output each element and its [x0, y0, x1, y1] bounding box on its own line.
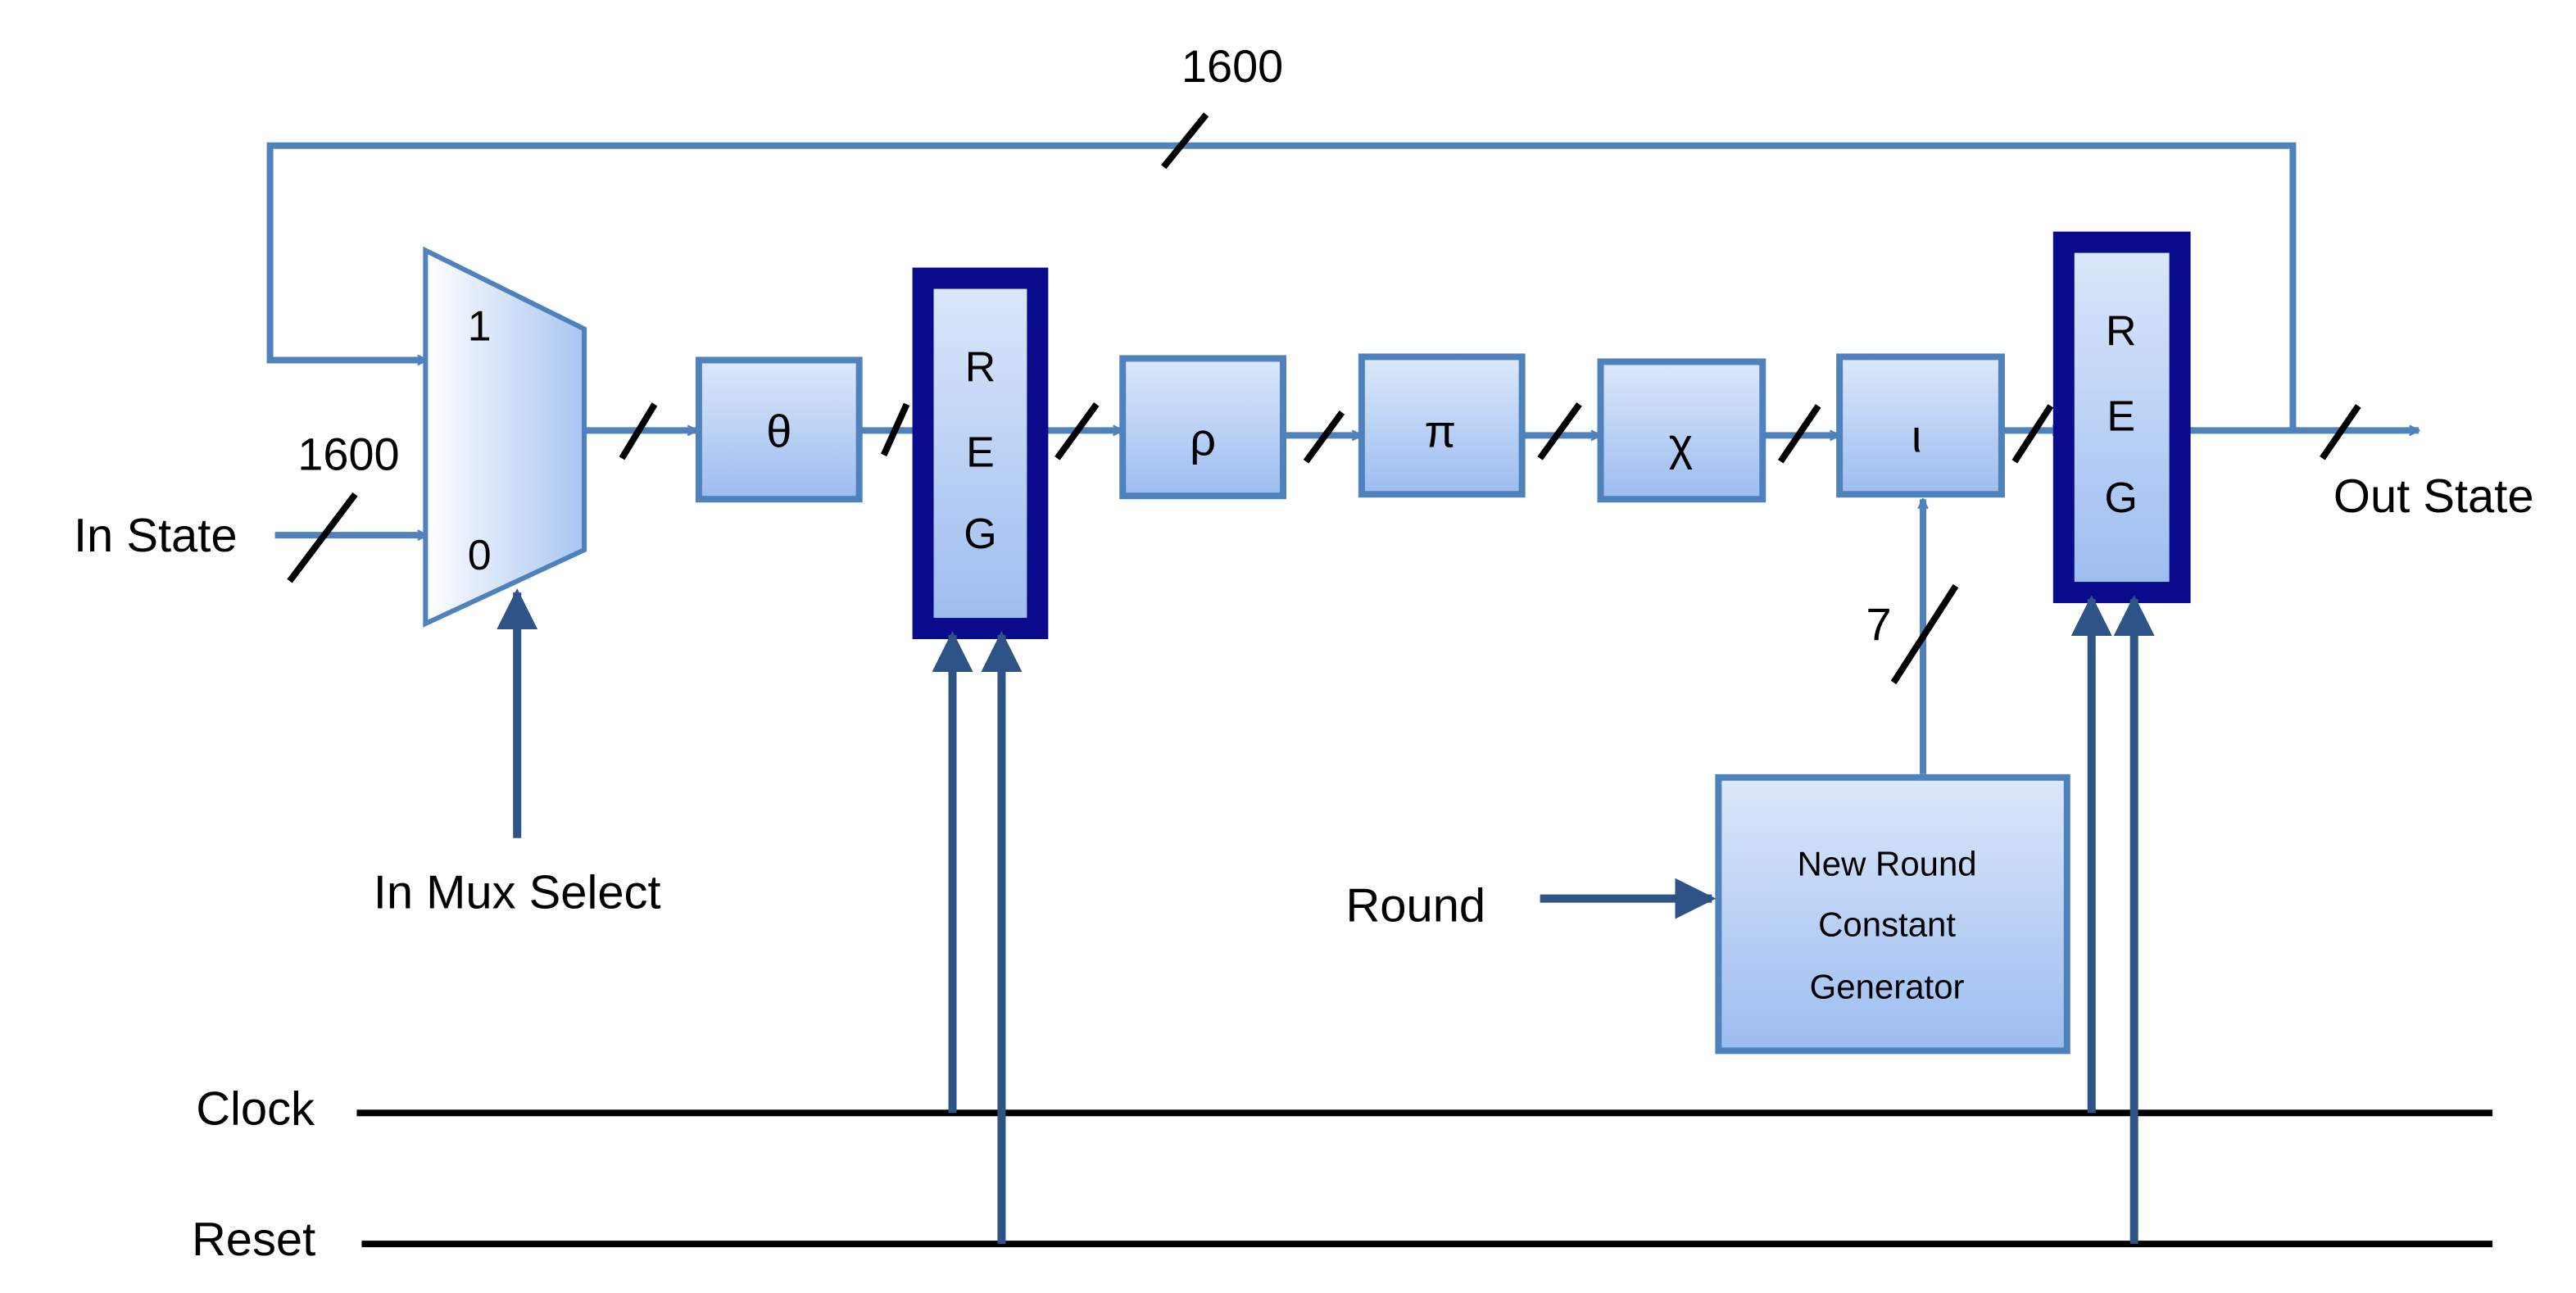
mux-input-0-label: 0: [468, 532, 492, 579]
register-1-letter-e: E: [966, 429, 995, 476]
mux-input-1-label: 1: [468, 302, 492, 350]
round-constant-path: [1890, 499, 1959, 774]
chi-label: χ: [1669, 418, 1693, 470]
datapath-wires: [584, 402, 2419, 464]
rc-generator-line-1: New Round: [1798, 845, 1977, 883]
pi-block: π: [1358, 353, 1526, 498]
register-2-letter-e: E: [2107, 392, 2135, 440]
register-1-letter-r: R: [965, 343, 995, 391]
rho-label: ρ: [1190, 413, 1216, 465]
round-label: Round: [1345, 880, 1485, 932]
rho-block: ρ: [1119, 355, 1287, 500]
iota-label: ι: [1912, 410, 1921, 461]
clock-label: Clock: [196, 1082, 315, 1135]
out-state-label: Out State: [2333, 470, 2534, 523]
round-constant-generator: New Round Constant Generator: [1715, 774, 2070, 1055]
chi-block: χ: [1597, 358, 1766, 503]
input-width-label: 1600: [297, 428, 399, 479]
register-1: R E G: [912, 267, 1049, 640]
reset-label: Reset: [192, 1214, 315, 1266]
theta-block: θ: [695, 356, 863, 503]
round-constant-width-label: 7: [1866, 598, 1892, 650]
rc-generator-line-2: Constant: [1818, 905, 1956, 944]
input-path: [274, 492, 428, 583]
rc-generator-line-3: Generator: [1810, 967, 1965, 1005]
theta-label: θ: [766, 405, 791, 456]
pi-label: π: [1424, 405, 1456, 456]
register-2: R E G: [2052, 231, 2191, 604]
mux-select-label: In Mux Select: [374, 867, 661, 919]
register-2-letter-g: G: [2105, 474, 2138, 522]
in-state-label: In State: [74, 510, 238, 562]
feedback-path: [266, 112, 2297, 431]
register-1-letter-g: G: [964, 510, 996, 558]
iota-block: ι: [1836, 353, 2005, 498]
register-2-letter-r: R: [2106, 307, 2137, 355]
input-multiplexer: 1 0: [423, 246, 587, 628]
register-control-lines: [932, 595, 2155, 1245]
feedback-width-label: 1600: [1181, 40, 1283, 92]
